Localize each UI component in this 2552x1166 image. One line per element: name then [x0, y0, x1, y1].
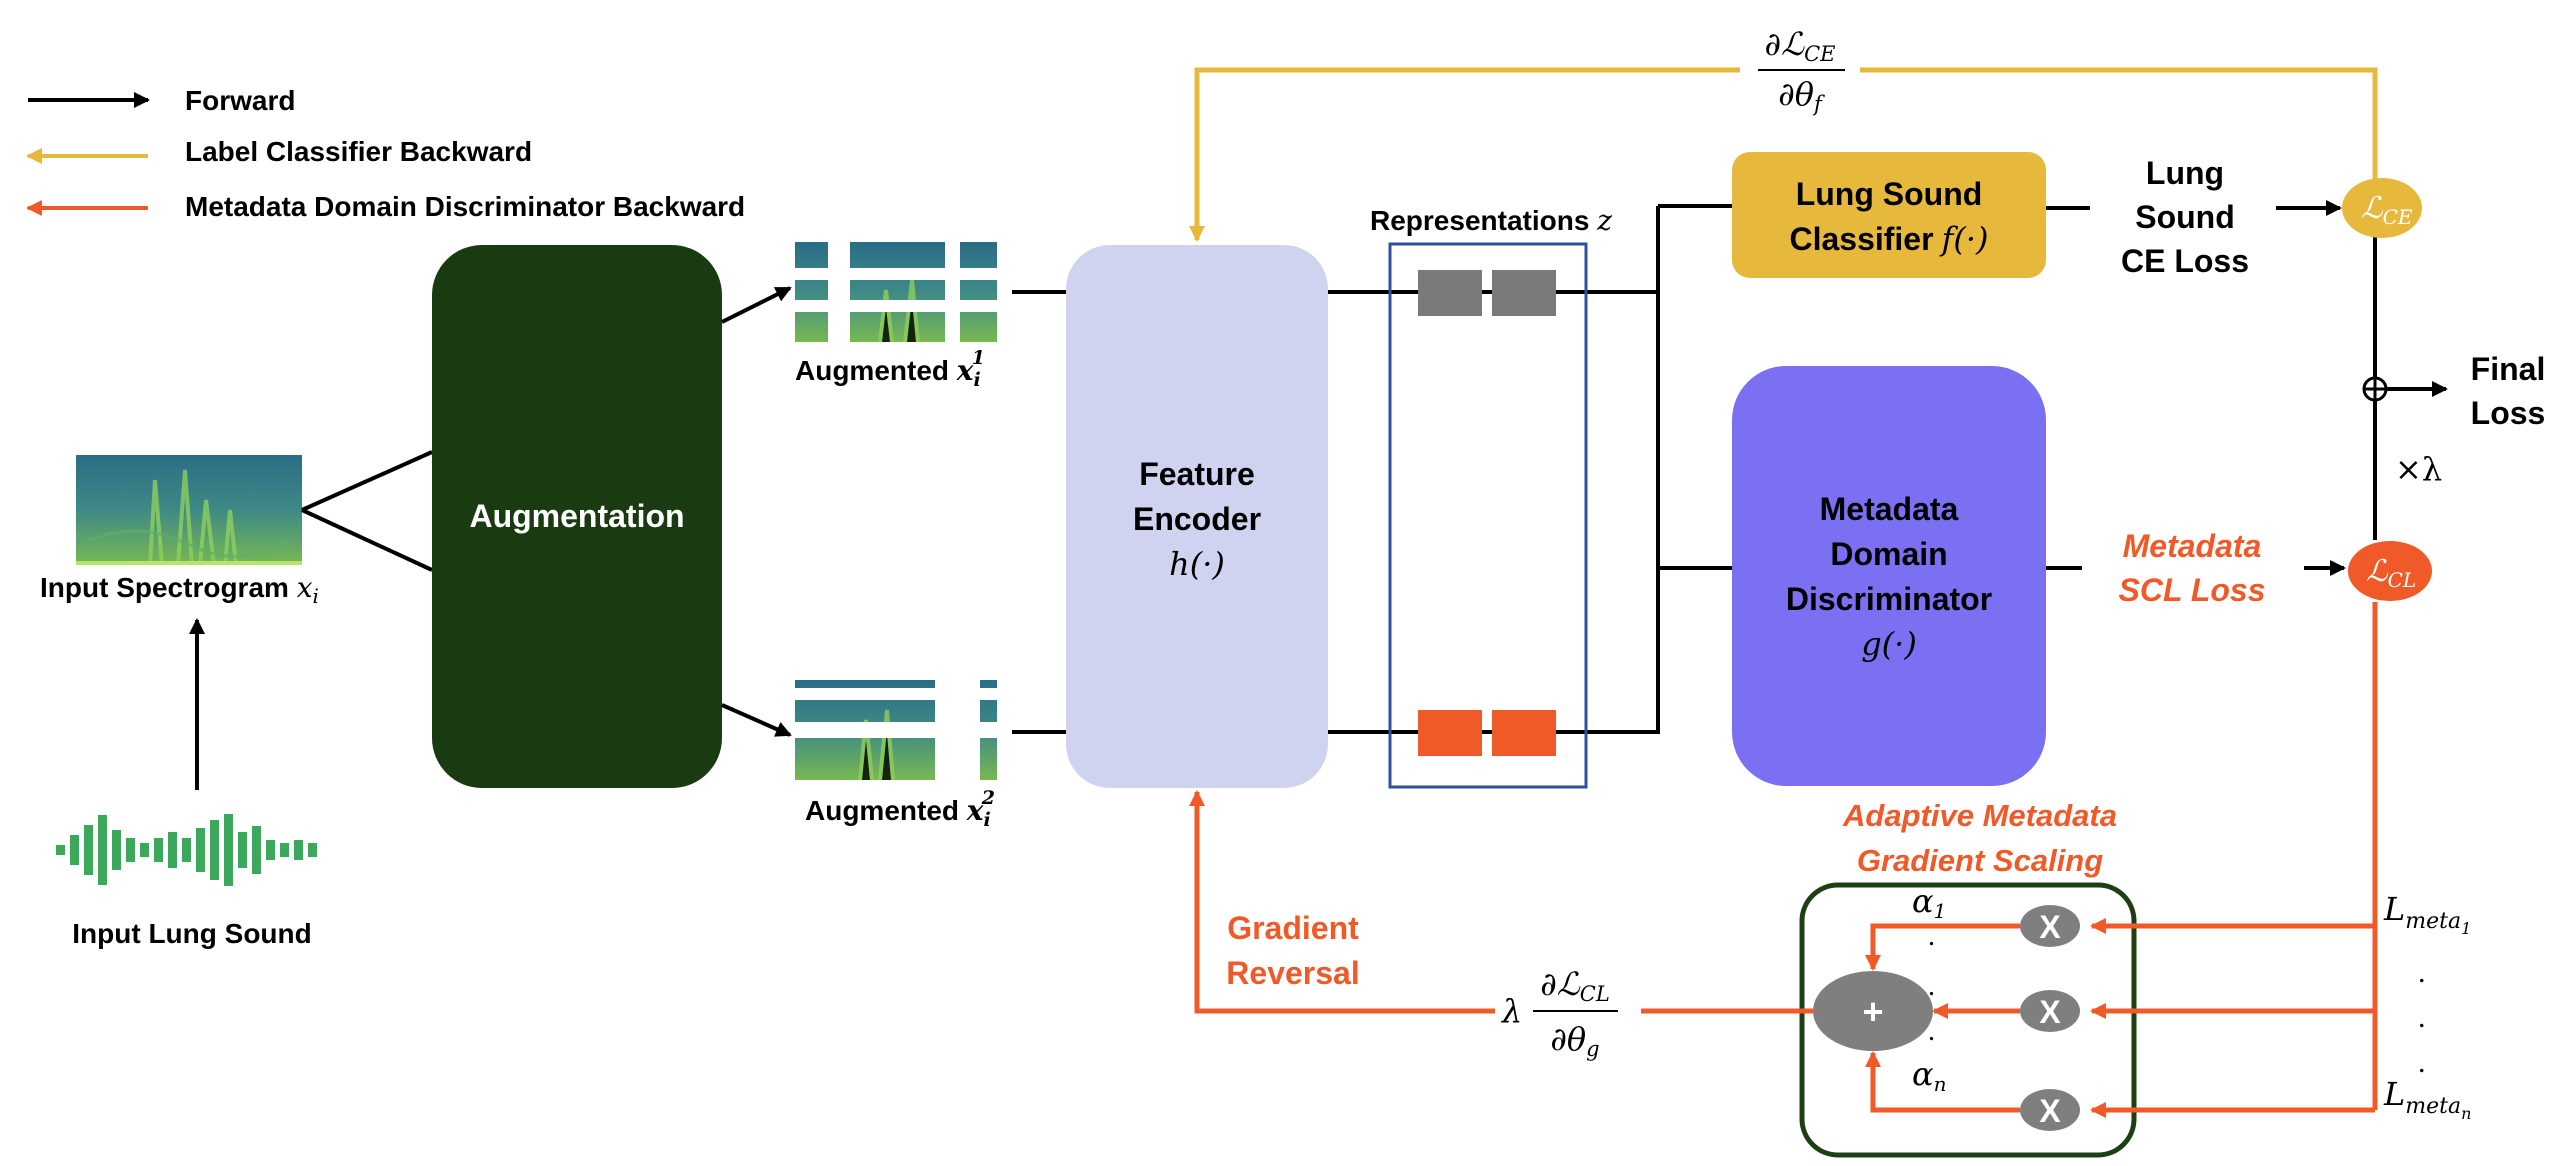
sum-plus-label: +: [1862, 991, 1883, 1032]
gradient-reversal-label-2: Reversal: [1226, 955, 1359, 991]
lung-sound-classifier-box: [1732, 152, 2046, 278]
augmented-spectrogram-1: [795, 242, 997, 343]
svg-text:∂θf: ∂θf: [1778, 75, 1825, 116]
adaptive-label-2: Gradient Scaling: [1857, 843, 2103, 878]
cl-loss-symbol: ℒCL: [2366, 554, 2416, 592]
meta-loss-dot-3: .: [2418, 1046, 2426, 1079]
alpha-dot-1: .: [1928, 921, 1935, 952]
feature-encoder-label-2: Encoder: [1133, 501, 1261, 537]
augmented-2-label: Augmented xi2: [805, 787, 995, 831]
multiplier-node-2-label: X: [2039, 994, 2061, 1030]
representation-top-1: [1418, 270, 1482, 316]
alpha-1: α1: [1912, 882, 1946, 923]
input-spectrogram-label: Input Spectrogram xi: [40, 571, 319, 608]
representation-top-2: [1492, 270, 1556, 316]
svg-text:∂ℒCE: ∂ℒCE: [1765, 25, 1836, 66]
representations-box: [1388, 242, 1588, 789]
feature-encoder-func: h(·): [1169, 545, 1225, 583]
discriminator-func: g(·): [1861, 625, 1917, 663]
svg-text:λ: λ: [1500, 992, 1522, 1030]
gradient-reversal-label-1: Gradient: [1227, 910, 1359, 946]
ce-loss-node: [2342, 178, 2422, 238]
multiplier-node-1: [2020, 905, 2080, 947]
ce-loss-symbol: ℒCE: [2361, 191, 2413, 229]
legend-label-backward-label: Label Classifier Backward: [185, 136, 532, 167]
multiplier-node-n: [2020, 1089, 2080, 1131]
adaptive-label-1: Adaptive Metadata: [1842, 798, 2117, 833]
multiplier-node-n-label: X: [2039, 1093, 2061, 1129]
meta-loss-n: Lmetan: [2383, 1075, 2471, 1123]
augmentation-label: Augmentation: [469, 498, 684, 534]
top-gradient-fraction: ∂ℒCE ∂θf: [1758, 25, 1845, 116]
legend-forward-label: Forward: [185, 85, 295, 116]
scl-loss-text-2: SCL Loss: [2119, 572, 2266, 608]
augmented-spectrogram-2: [795, 680, 997, 781]
classifier-label-1: Lung Sound: [1796, 176, 1983, 212]
metadata-domain-discriminator-box: [1732, 366, 2046, 786]
legend: Forward Label Classifier Backward Metada…: [26, 85, 745, 222]
feature-encoder-label-1: Feature: [1139, 456, 1255, 492]
discriminator-label-3: Discriminator: [1786, 581, 1992, 617]
bottom-gradient-fraction: λ ∂ℒCL ∂θg: [1500, 965, 1618, 1061]
feature-encoder-box: [1066, 245, 1328, 788]
lambda-multiplier: ×λ: [2395, 450, 2442, 488]
scl-loss-text-1: Metadata: [2123, 528, 2262, 564]
meta-loss-dot-2: .: [2418, 1001, 2426, 1034]
alpha-dot-3: .: [1928, 1016, 1935, 1047]
multiplier-node-2: [2020, 990, 2080, 1032]
meta-loss-1: Lmeta1: [2383, 890, 2471, 938]
sum-plus-node: [1813, 971, 1933, 1051]
input-spectrogram: [76, 455, 302, 566]
ce-loss-text-3: CE Loss: [2121, 243, 2249, 279]
classifier-label-2: Classifier f(·): [1789, 220, 1988, 258]
ce-loss-text-2: Sound: [2135, 199, 2235, 235]
svg-text:∂ℒCL: ∂ℒCL: [1540, 965, 1610, 1006]
lung-sound-waveform-icon: [56, 814, 317, 886]
meta-loss-dot-1: .: [2418, 956, 2426, 989]
augmentation-box: [432, 245, 722, 788]
adaptive-scaling-box: [1799, 882, 2137, 1158]
legend-meta-backward-label: Metadata Domain Discriminator Backward: [185, 191, 745, 222]
final-loss-label-1: Final: [2471, 351, 2546, 387]
cl-loss-node: [2348, 541, 2432, 601]
final-loss-label-2: Loss: [2471, 395, 2546, 431]
discriminator-label-2: Domain: [1830, 536, 1947, 572]
alpha-n: αn: [1912, 1055, 1947, 1096]
input-lung-sound-label: Input Lung Sound: [72, 918, 311, 949]
representations-label: Representations z: [1370, 204, 1612, 237]
representation-bottom-2: [1492, 710, 1556, 756]
multiplier-node-1-label: X: [2039, 909, 2061, 945]
alpha-dot-2: .: [1928, 971, 1935, 1002]
representation-bottom-1: [1418, 710, 1482, 756]
ce-loss-text-1: Lung: [2146, 155, 2224, 191]
discriminator-label-1: Metadata: [1820, 491, 1959, 527]
augmented-1-label: Augmented xi1: [795, 347, 985, 391]
svg-text:∂θg: ∂θg: [1550, 1020, 1599, 1061]
